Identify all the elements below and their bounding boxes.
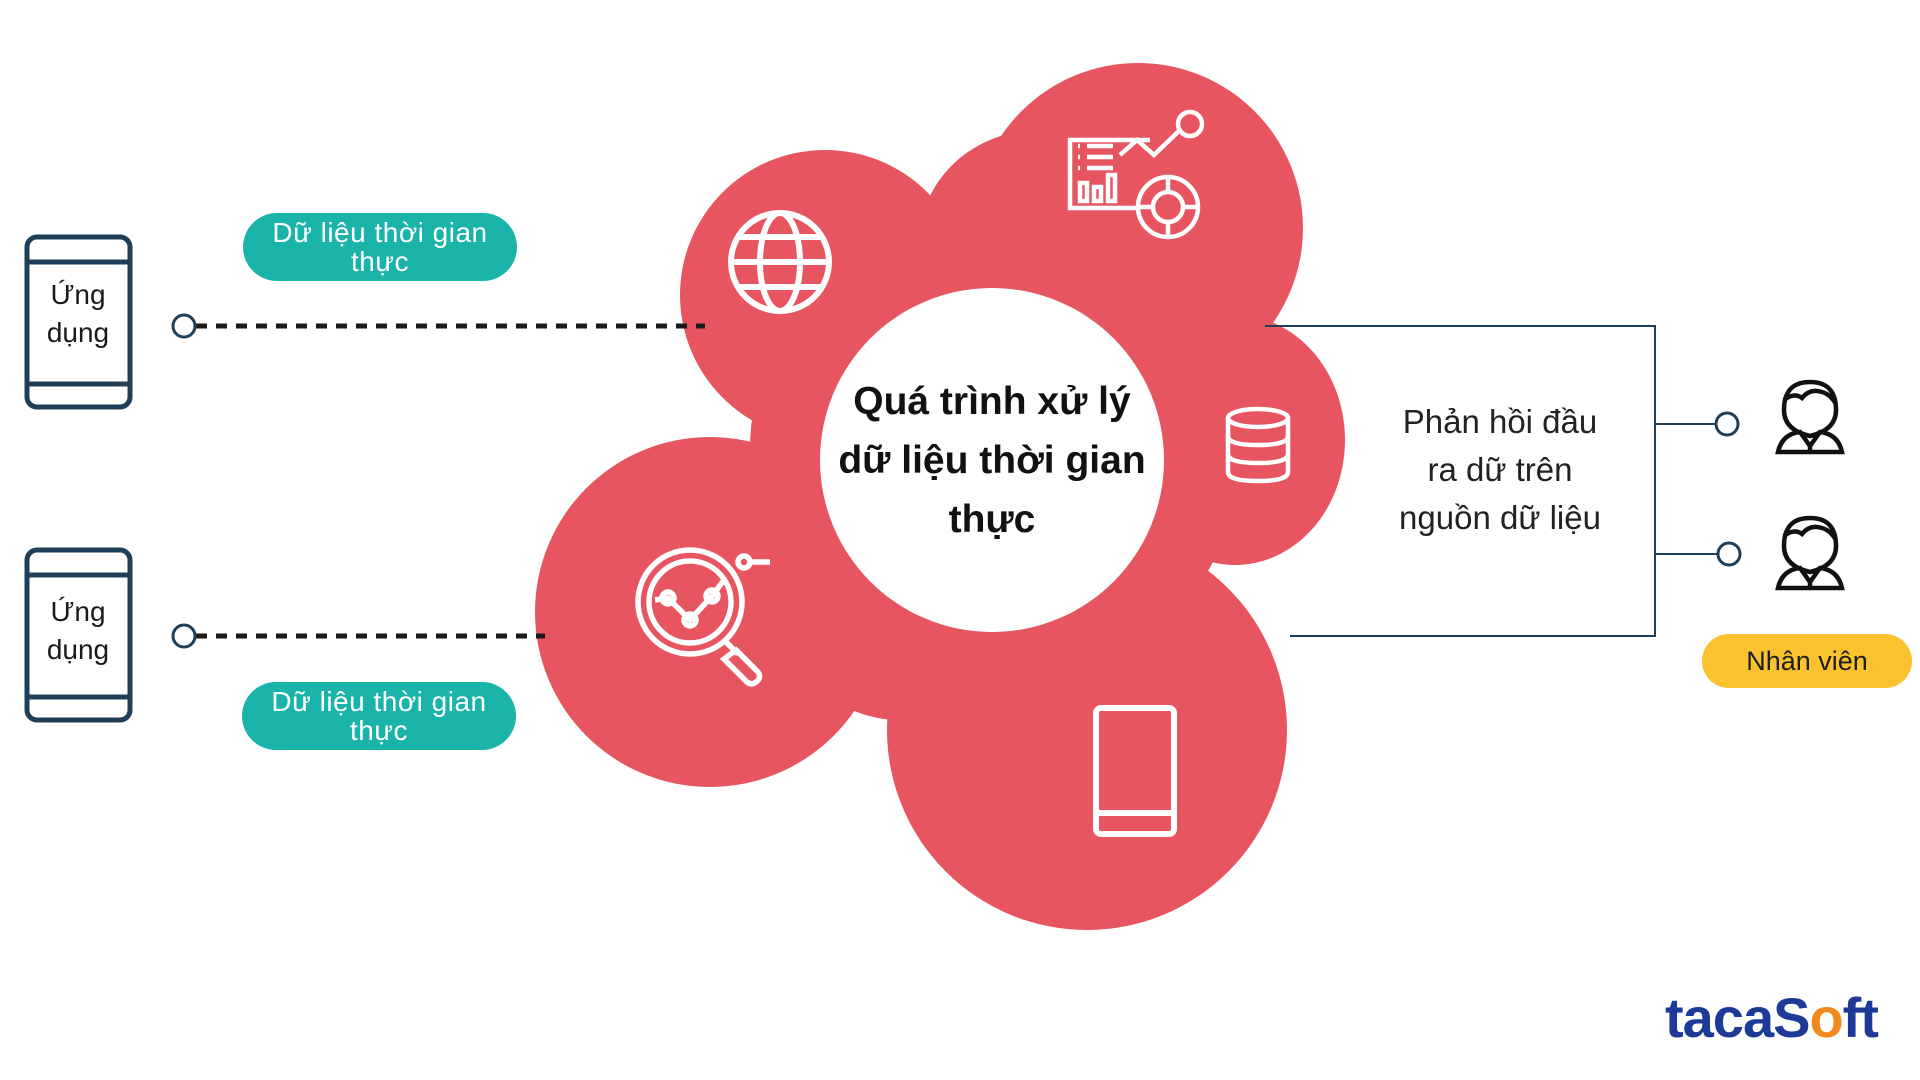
app-label-line: Ứng bbox=[50, 596, 106, 627]
feedback-line: nguồn dữ liệu bbox=[1399, 499, 1601, 536]
center-title-line: dữ liệu thời gian bbox=[838, 438, 1146, 482]
dashboard-icon bbox=[1067, 109, 1205, 240]
feedback-text: Phản hồi đầu ra dữ trên nguồn dữ liệu bbox=[1375, 398, 1625, 542]
left-connectors bbox=[196, 323, 705, 639]
realtime-data-pill-top: Dữ liệu thời gian thực bbox=[243, 213, 517, 281]
globe-icon bbox=[728, 210, 832, 314]
center-title-line: Quá trình xử lý bbox=[853, 379, 1131, 423]
center-circle bbox=[820, 288, 1164, 632]
user-icon bbox=[1775, 379, 1845, 455]
right-connectors bbox=[1265, 325, 1717, 637]
feedback-line: Phản hồi đầu bbox=[1402, 403, 1598, 440]
connector-node-top bbox=[171, 313, 197, 339]
app-label-line: Ứng bbox=[50, 279, 106, 310]
phone-icon bbox=[24, 547, 133, 723]
staff-node-top bbox=[1714, 411, 1740, 437]
app-label-top: Ứng dụng bbox=[33, 276, 123, 352]
connector-node-bottom bbox=[171, 623, 197, 649]
staff-node-bottom bbox=[1716, 541, 1742, 567]
tablet-icon bbox=[1093, 705, 1177, 837]
logo-text: tacaS bbox=[1665, 986, 1810, 1049]
analytics-search-icon bbox=[635, 547, 770, 687]
staff-badge: Nhân viên bbox=[1702, 634, 1912, 688]
center-title: Quá trình xử lý dữ liệu thời gian thực bbox=[812, 280, 1172, 640]
pill-line: thực bbox=[350, 246, 410, 277]
tacasoft-logo: tacaSoft bbox=[1665, 988, 1895, 1048]
app-label-line: dụng bbox=[46, 317, 110, 348]
realtime-data-pill-bottom: Dữ liệu thời gian thực bbox=[242, 682, 516, 750]
staff-label: Nhân viên bbox=[1746, 645, 1868, 676]
app-label-bottom: Ứng dụng bbox=[33, 593, 123, 669]
pill-line: thực bbox=[349, 715, 409, 746]
logo-text: ft bbox=[1842, 986, 1879, 1049]
app-label-line: dụng bbox=[46, 634, 110, 665]
center-title-line: thực bbox=[948, 497, 1036, 541]
feedback-line: ra dữ trên bbox=[1427, 451, 1573, 488]
logo-o-mark: o bbox=[1809, 986, 1843, 1049]
pill-line: Dữ liệu thời gian bbox=[271, 686, 487, 717]
database-icon bbox=[1225, 406, 1291, 484]
user-icon bbox=[1775, 515, 1845, 591]
pill-line: Dữ liệu thời gian bbox=[272, 217, 488, 248]
phone-icon bbox=[24, 234, 133, 410]
